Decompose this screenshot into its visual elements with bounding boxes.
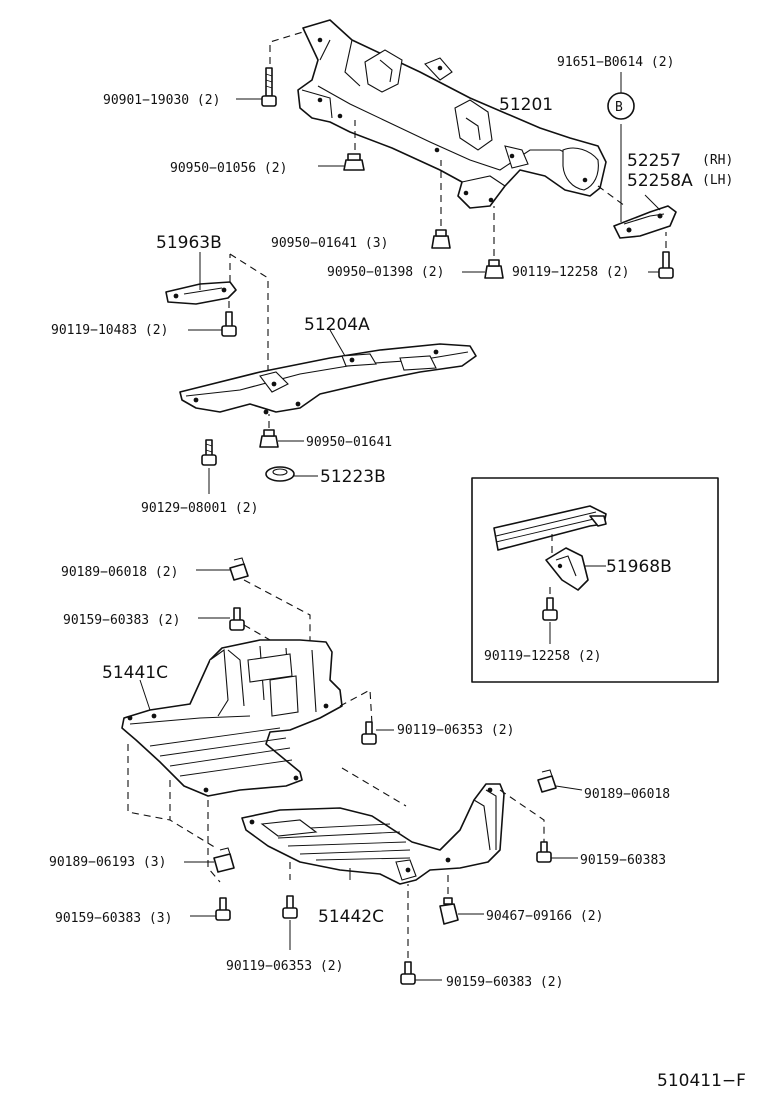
bolt-icon	[261, 67, 277, 107]
callout-90159-60383-3: 90159−60383 (3)	[55, 911, 172, 926]
callout-90467-09166: 90467−09166 (2)	[486, 909, 603, 924]
reference-b-label: B	[615, 100, 623, 115]
leader-line	[329, 329, 346, 357]
callout-90119-06353-bottom: 90119−06353 (2)	[226, 959, 343, 974]
callout-90189-06193: 90189−06193 (3)	[49, 855, 166, 870]
callout-51442c: 51442C	[318, 907, 384, 927]
leader-dashed	[229, 253, 269, 370]
callout-91651-b0614: 91651−B0614 (2)	[557, 55, 674, 70]
bracket-51968b	[545, 547, 589, 591]
bolt-icon	[542, 597, 558, 621]
leader-dashed	[341, 767, 407, 807]
diagram-code: 510411−F	[657, 1071, 746, 1091]
callout-90950-01398: 90950−01398 (2)	[327, 265, 444, 280]
clip-icon	[439, 897, 459, 925]
callout-90950-01641: 90950−01641	[306, 435, 392, 450]
bolt-icon	[215, 897, 231, 921]
leader-dashed	[243, 624, 271, 641]
callout-lh: (LH)	[702, 173, 733, 188]
leader-line	[555, 785, 583, 791]
callout-rh: (RH)	[702, 153, 733, 168]
callout-90159-60383-right: 90159−60383	[580, 853, 666, 868]
bolt-icon	[229, 607, 245, 631]
leader-line	[644, 194, 661, 211]
callout-52258a: 52258A	[627, 171, 693, 191]
bolt-icon	[282, 895, 298, 919]
callout-90119-10483: 90119−10483 (2)	[51, 323, 168, 338]
nut-icon	[259, 429, 279, 448]
callout-90119-06353-right: 90119−06353 (2)	[397, 723, 514, 738]
bolt-icon	[221, 311, 237, 337]
callout-90159-60383-2: 90159−60383 (2)	[63, 613, 180, 628]
callout-90950-01641-3: 90950−01641 (3)	[271, 236, 388, 251]
callout-90950-01056: 90950−01056 (2)	[170, 161, 287, 176]
callout-51441c: 51441C	[102, 663, 168, 683]
callout-90159-60383-bottom: 90159−60383 (2)	[446, 975, 563, 990]
callout-51963b: 51963B	[156, 233, 222, 253]
leader-line	[139, 679, 151, 711]
nut-icon	[343, 153, 365, 171]
crossmember-51201	[297, 19, 607, 209]
bracket-51963b	[165, 281, 237, 305]
callout-90189-06018-2: 90189−06018 (2)	[61, 565, 178, 580]
callout-51223b: 51223B	[320, 467, 386, 487]
callout-52257: 52257	[627, 151, 681, 171]
clip-icon	[213, 847, 235, 873]
leader-dashed	[243, 579, 311, 640]
leader-dashed	[127, 744, 171, 821]
bolt-icon	[658, 251, 674, 279]
leader-dashed	[169, 780, 217, 849]
bracket-52257	[613, 205, 677, 239]
bolt-icon	[536, 841, 552, 863]
leader-dashed	[269, 31, 304, 64]
leader-dashed	[339, 689, 373, 725]
callout-90119-12258-inset: 90119−12258 (2)	[484, 649, 601, 664]
bolt-icon	[201, 439, 217, 466]
callout-90901-19030: 90901−19030 (2)	[103, 93, 220, 108]
callout-90129-08001: 90129−08001 (2)	[141, 501, 258, 516]
callout-51204a: 51204A	[304, 315, 370, 335]
nut-icon	[484, 259, 504, 279]
leader-dashed	[499, 789, 545, 842]
callout-90119-12258: 90119−12258 (2)	[512, 265, 629, 280]
undercover-51441c	[121, 639, 343, 797]
crossmember-51204a	[179, 343, 477, 415]
callout-51201: 51201	[499, 95, 553, 115]
bolt-icon	[361, 721, 377, 745]
callout-90189-06018: 90189−06018	[584, 787, 670, 802]
bolt-icon	[400, 961, 416, 985]
undercover-51442c	[241, 783, 505, 885]
callout-51968b: 51968B	[606, 557, 672, 577]
cushion-51223b	[265, 466, 295, 482]
nut-icon	[431, 229, 451, 249]
clip-icon	[229, 557, 249, 581]
clip-icon	[537, 769, 557, 793]
rail-inset	[493, 505, 607, 551]
